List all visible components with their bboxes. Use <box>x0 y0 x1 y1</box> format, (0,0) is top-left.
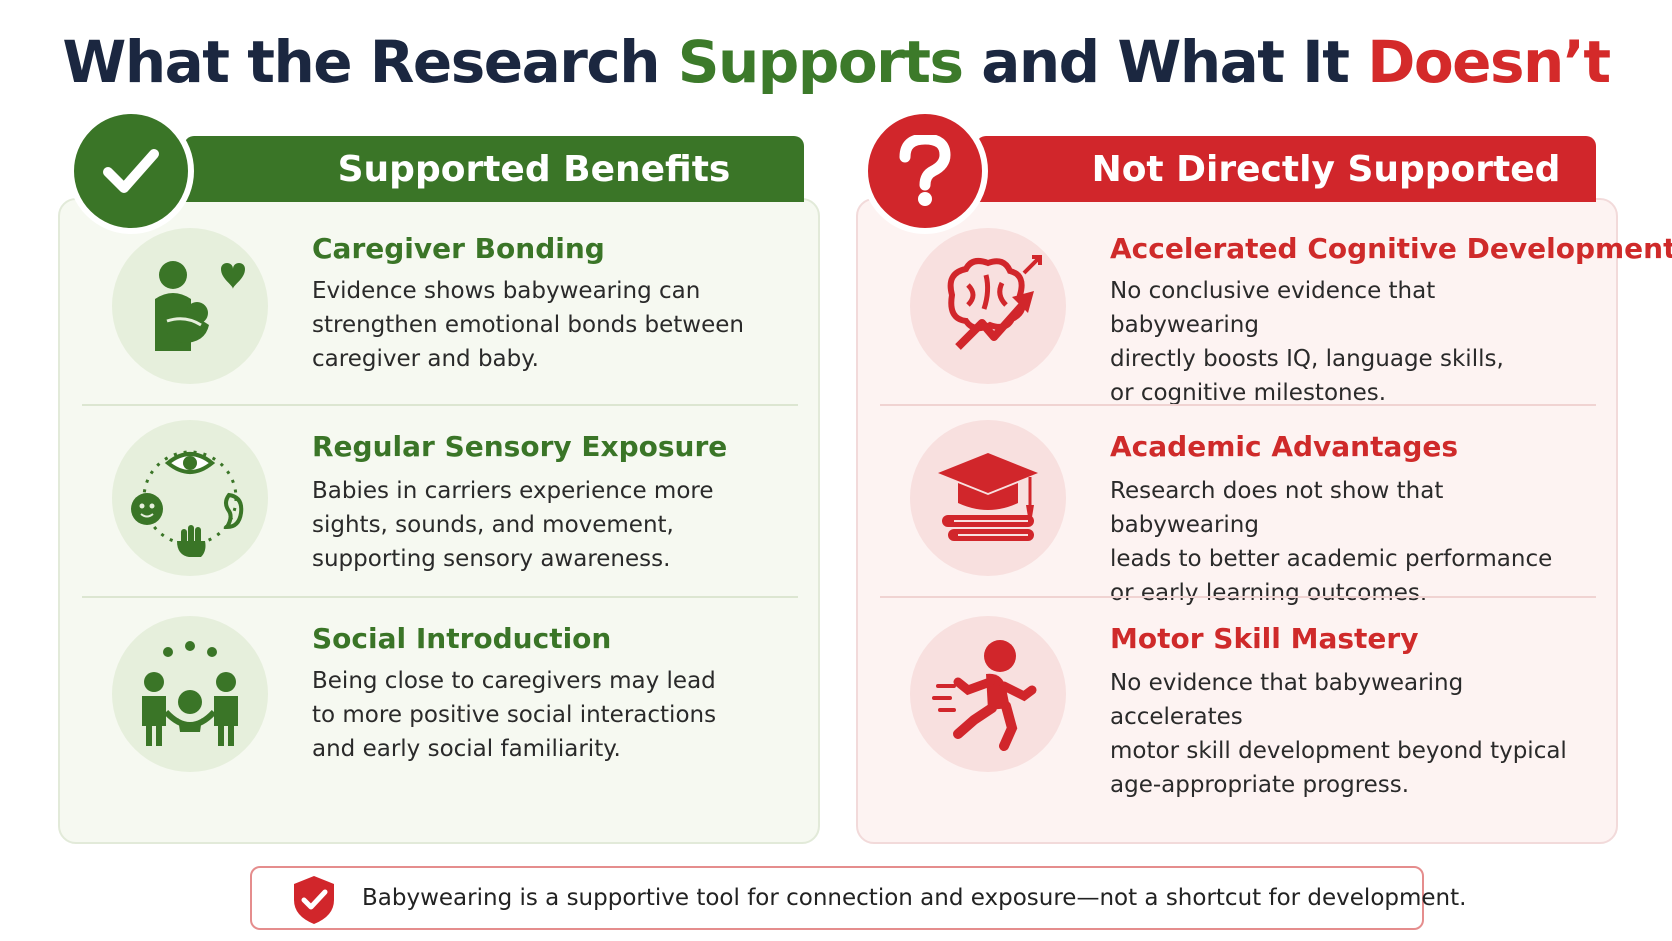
divider <box>82 404 798 406</box>
title-part-supports: Supports <box>677 28 964 96</box>
title-part-1: What the Research <box>62 28 678 96</box>
question-icon <box>862 108 988 234</box>
benefit-item-caregiver-bonding: Caregiver Bonding Evidence shows babywea… <box>60 214 760 404</box>
claim-item-motor-skill: Motor Skill Mastery No evidence that bab… <box>858 608 1567 798</box>
benefit-item-social-introduction: Social Introduction Being close to careg… <box>60 608 760 798</box>
supported-benefits-header: Supported Benefits <box>184 136 804 202</box>
supported-benefits-label: Supported Benefits <box>337 148 731 190</box>
family-group-icon <box>112 616 268 772</box>
caregiver-holding-baby-icon <box>112 228 268 384</box>
item-description: No evidence that babywearing accelerates… <box>1110 670 1567 798</box>
running-child-icon <box>910 616 1066 772</box>
page-title: What the Research Supports and What It D… <box>0 28 1672 96</box>
summary-footer: Babywearing is a supportive tool for con… <box>250 866 1466 930</box>
divider <box>880 596 1596 598</box>
brain-growth-icon <box>910 228 1066 384</box>
item-description: Being close to caregivers may lead to mo… <box>312 668 717 762</box>
claim-item-cognitive-development: Accelerated Cognitive Development No con… <box>858 214 1672 406</box>
title-part-3: and What It <box>962 28 1368 96</box>
item-description: Evidence shows babywearing can strengthe… <box>312 278 744 372</box>
item-description: No conclusive evidence that babywearing … <box>1110 278 1504 406</box>
benefit-item-sensory-exposure: Regular Sensory Exposure Babies in carri… <box>60 414 760 604</box>
not-supported-header: Not Directly Supported <box>976 136 1596 202</box>
divider <box>880 404 1596 406</box>
senses-cycle-icon <box>112 420 268 576</box>
supported-benefits-panel: Caregiver Bonding Evidence shows babywea… <box>58 198 820 844</box>
graduation-books-icon <box>910 420 1066 576</box>
divider <box>82 596 798 598</box>
item-title: Social Introduction <box>312 622 612 655</box>
summary-text: Babywearing is a supportive tool for con… <box>362 885 1467 911</box>
title-part-doesnt: Doesn’t <box>1367 28 1611 96</box>
not-supported-panel: Accelerated Cognitive Development No con… <box>856 198 1672 844</box>
item-description: Babies in carriers experience more sight… <box>312 478 714 572</box>
shield-check-icon <box>290 874 338 930</box>
not-supported-label: Not Directly Supported <box>1091 148 1561 190</box>
item-title: Regular Sensory Exposure <box>312 430 728 463</box>
item-title: Academic Advantages <box>1110 430 1459 463</box>
check-icon <box>68 108 194 234</box>
item-description: Research does not show that babywearing … <box>1110 478 1553 606</box>
claim-item-academic-advantages: Academic Advantages Research does not sh… <box>858 414 1558 606</box>
item-title: Accelerated Cognitive Development <box>1110 232 1672 265</box>
item-title: Caregiver Bonding <box>312 232 605 265</box>
item-title: Motor Skill Mastery <box>1110 622 1419 655</box>
